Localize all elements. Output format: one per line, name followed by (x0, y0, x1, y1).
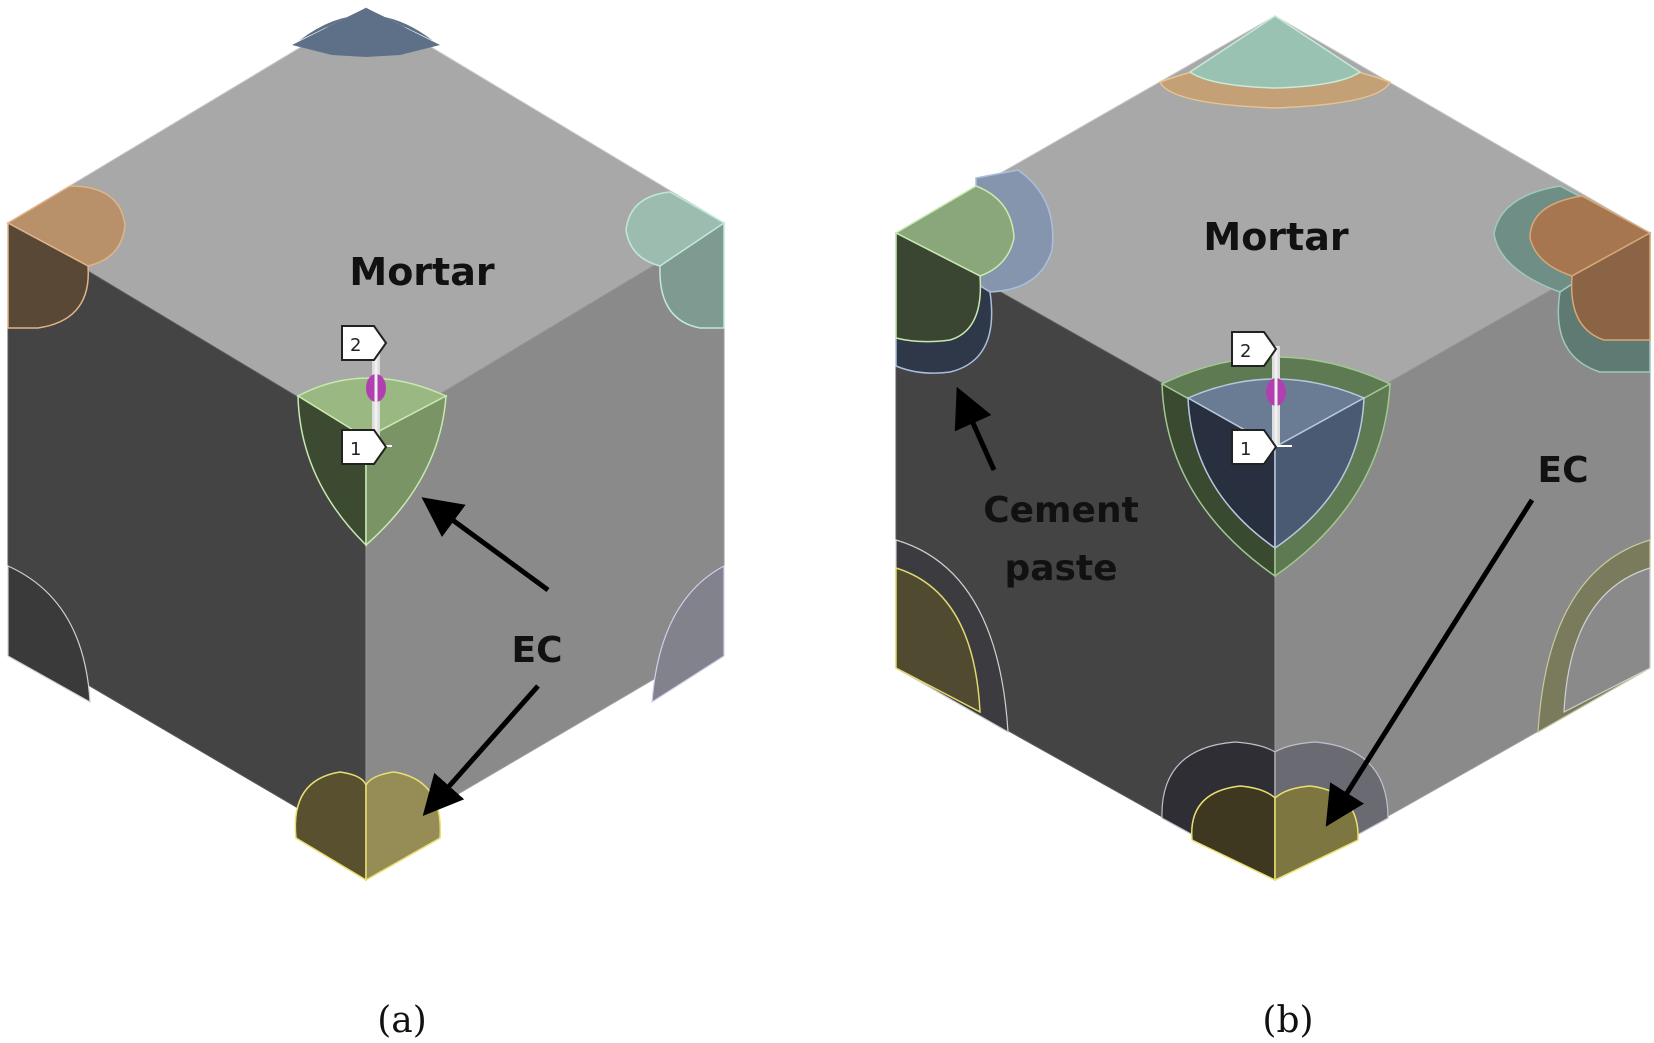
ec-region-right-top-side-b (1570, 231, 1651, 341)
label-mortar-b: Mortar (1203, 215, 1348, 259)
ec-region-left-top-dark (7, 221, 89, 329)
axis-label-2: 2 (350, 335, 361, 356)
ec-region-left-top-orange (6, 185, 126, 267)
label-mortar-a: Mortar (349, 250, 494, 294)
axis-label-2-b: 2 (1240, 341, 1251, 362)
ec-region-top-back-wedge (292, 8, 440, 57)
arrow-icon-b-ec (1325, 498, 1535, 827)
ec-region-left-bottom (7, 565, 91, 704)
ec-region-left-top-b (894, 185, 1015, 277)
axis-triad-icon-b: 2 1 (1231, 331, 1292, 465)
axis-label-1-tag-b (1231, 429, 1278, 465)
ec-region-center-right-b (1274, 396, 1365, 550)
ec-region-top-back-b (1188, 15, 1362, 89)
caption-a: (a) (377, 1000, 427, 1041)
ec-region-right-bottom-b (1563, 567, 1651, 714)
ec-region-bottom-right (365, 771, 442, 882)
arrow-icon-a-lower (422, 684, 540, 816)
axis-label-2-tag (341, 325, 388, 361)
panel-a: 2 1 Mortar EC (a) (6, 7, 726, 1041)
label-cement-paste-line1: Cement (983, 490, 1139, 531)
ec-region-left-bottom-b (895, 566, 981, 714)
ec-region-right-top-side (659, 221, 725, 329)
ec-region-bottom-left-b (1191, 785, 1276, 882)
caption-b: (b) (1262, 1000, 1313, 1041)
ec-region-center-right (365, 394, 447, 547)
ec-region-right-bottom (651, 565, 725, 704)
panel-b: 2 1 Mortar EC Cement paste (b) (894, 15, 1652, 1041)
arrow-icon-a-upper (421, 497, 550, 593)
axis-label-2-tag-b (1231, 331, 1278, 367)
ec-region-right-top-b (1529, 195, 1652, 277)
ec-region-right-top-teal (625, 191, 726, 267)
axis-triad-icon-a: 2 1 (341, 325, 392, 465)
axis-label-1-b: 1 (1240, 439, 1251, 460)
label-cement-paste-line2: paste (1004, 548, 1117, 589)
ec-region-bottom-right-b (1274, 785, 1359, 882)
label-ec-b: EC (1537, 450, 1588, 491)
axis-label-1-tag (341, 429, 388, 465)
arrow-icon-b-cement (954, 386, 997, 472)
ec-region-bottom-left (294, 771, 367, 882)
axis-label-1: 1 (350, 439, 361, 460)
label-ec-a: EC (511, 630, 562, 671)
ec-region-left-top-side-b (895, 231, 982, 343)
